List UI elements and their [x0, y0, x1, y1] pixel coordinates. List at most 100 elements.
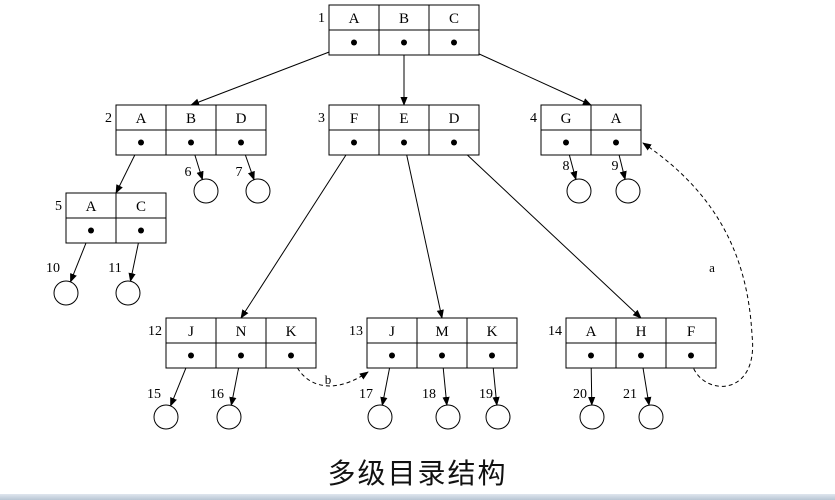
node-number: 12: [148, 324, 162, 339]
leaf-circle: [485, 404, 511, 430]
pointer-dot: [439, 352, 445, 359]
directory-node-13: 13 J M K: [349, 317, 518, 369]
node-number: 13: [349, 324, 363, 339]
pointer-dot: [238, 139, 244, 146]
leaf-circle: [435, 404, 461, 430]
leaf-circle: [115, 280, 141, 306]
leaf-file-9: 9: [612, 159, 641, 204]
node-key: K: [286, 324, 297, 340]
pointer-dot: [451, 39, 457, 46]
node-key: A: [136, 111, 147, 127]
leaf-number: 8: [563, 159, 570, 174]
directory-node-1: 1 A B C: [318, 4, 480, 56]
node-number: 14: [548, 324, 562, 339]
node-key: A: [349, 11, 360, 27]
node-key: N: [236, 324, 247, 340]
node-number: 3: [318, 111, 325, 126]
node-key: C: [136, 199, 146, 215]
pointer-dot: [638, 352, 644, 359]
node-key: A: [86, 199, 97, 215]
pointer-dot: [588, 352, 594, 359]
bottom-bar: [0, 494, 835, 500]
pointer-dot: [288, 352, 294, 359]
node-number: 1: [318, 11, 325, 26]
leaf-file-18: 18: [422, 387, 461, 430]
pointer-dot: [351, 39, 357, 46]
leaf-file-11: 11: [108, 261, 141, 306]
node-key: A: [611, 111, 622, 127]
link-3-13: [403, 142, 444, 319]
diagram-caption: 多级目录结构: [327, 457, 508, 490]
pointer-dot: [188, 139, 194, 146]
link-3-12: [240, 142, 355, 319]
node-key: H: [636, 324, 647, 340]
pointer-dot: [88, 227, 94, 234]
pointer-dot: [138, 139, 144, 146]
node-key: F: [687, 324, 695, 340]
cross-link-label: a: [709, 260, 715, 275]
leaf-file-6: 6: [185, 165, 219, 204]
pointer-dot: [401, 139, 407, 146]
pointer-dot: [389, 352, 395, 359]
pointer-dot: [351, 139, 357, 146]
directory-node-14: 14 A H F: [548, 317, 717, 369]
leaf-file-17: 17: [359, 387, 393, 430]
node-key: A: [586, 324, 597, 340]
leaf-file-8: 8: [563, 159, 592, 204]
leaf-circle: [566, 178, 592, 204]
node-key: B: [186, 111, 196, 127]
link-3-14: [453, 142, 642, 319]
leaf-circle: [53, 280, 79, 306]
pointer-dot: [238, 352, 244, 359]
leaf-circle: [615, 178, 641, 204]
node-key: E: [399, 111, 408, 127]
leaf-circle: [638, 404, 664, 430]
leaf-circle: [367, 404, 393, 430]
node-key: K: [487, 324, 498, 340]
node-key: C: [449, 11, 459, 27]
directory-node-5: 5 A C: [55, 192, 167, 244]
leaf-circle: [153, 404, 179, 430]
leaf-number: 17: [359, 387, 373, 402]
leaf-number: 6: [185, 165, 192, 180]
node-number: 2: [105, 111, 112, 126]
leaf-file-10: 10: [46, 261, 79, 306]
pointer-dot: [613, 139, 619, 146]
pointer-dot: [188, 352, 194, 359]
pointer-dot: [138, 227, 144, 234]
cross-link-label: b: [325, 372, 332, 387]
leaf-number: 7: [236, 165, 243, 180]
leaf-file-16: 16: [210, 387, 242, 430]
leaf-circle: [216, 404, 242, 430]
pointer-dot: [489, 352, 495, 359]
node-key: J: [188, 324, 194, 340]
node-key: D: [449, 111, 460, 127]
leaf-circle: [245, 178, 271, 204]
node-key: J: [389, 324, 395, 340]
pointer-dot: [451, 139, 457, 146]
leaf-number: 11: [108, 261, 121, 276]
node-key: B: [399, 11, 409, 27]
leaf-number: 18: [422, 387, 436, 402]
leaf-number: 15: [147, 387, 161, 402]
node-key: M: [435, 324, 448, 340]
leaf-number: 16: [210, 387, 224, 402]
leaf-circle: [579, 404, 605, 430]
leaf-number: 10: [46, 261, 60, 276]
pointer-dot: [563, 139, 569, 146]
leaf-number: 19: [479, 387, 493, 402]
leaf-circle: [193, 178, 219, 204]
node-number: 4: [530, 111, 537, 126]
leaf-number: 21: [623, 387, 637, 402]
pointer-dot: [688, 352, 694, 359]
link-1-2: [190, 42, 355, 106]
leaf-file-20: 20: [573, 387, 605, 430]
leaf-number: 20: [573, 387, 587, 402]
node-number: 5: [55, 199, 62, 214]
pointer-dot: [401, 39, 407, 46]
leaf-number: 9: [612, 159, 619, 174]
leaf-file-21: 21: [623, 387, 664, 430]
